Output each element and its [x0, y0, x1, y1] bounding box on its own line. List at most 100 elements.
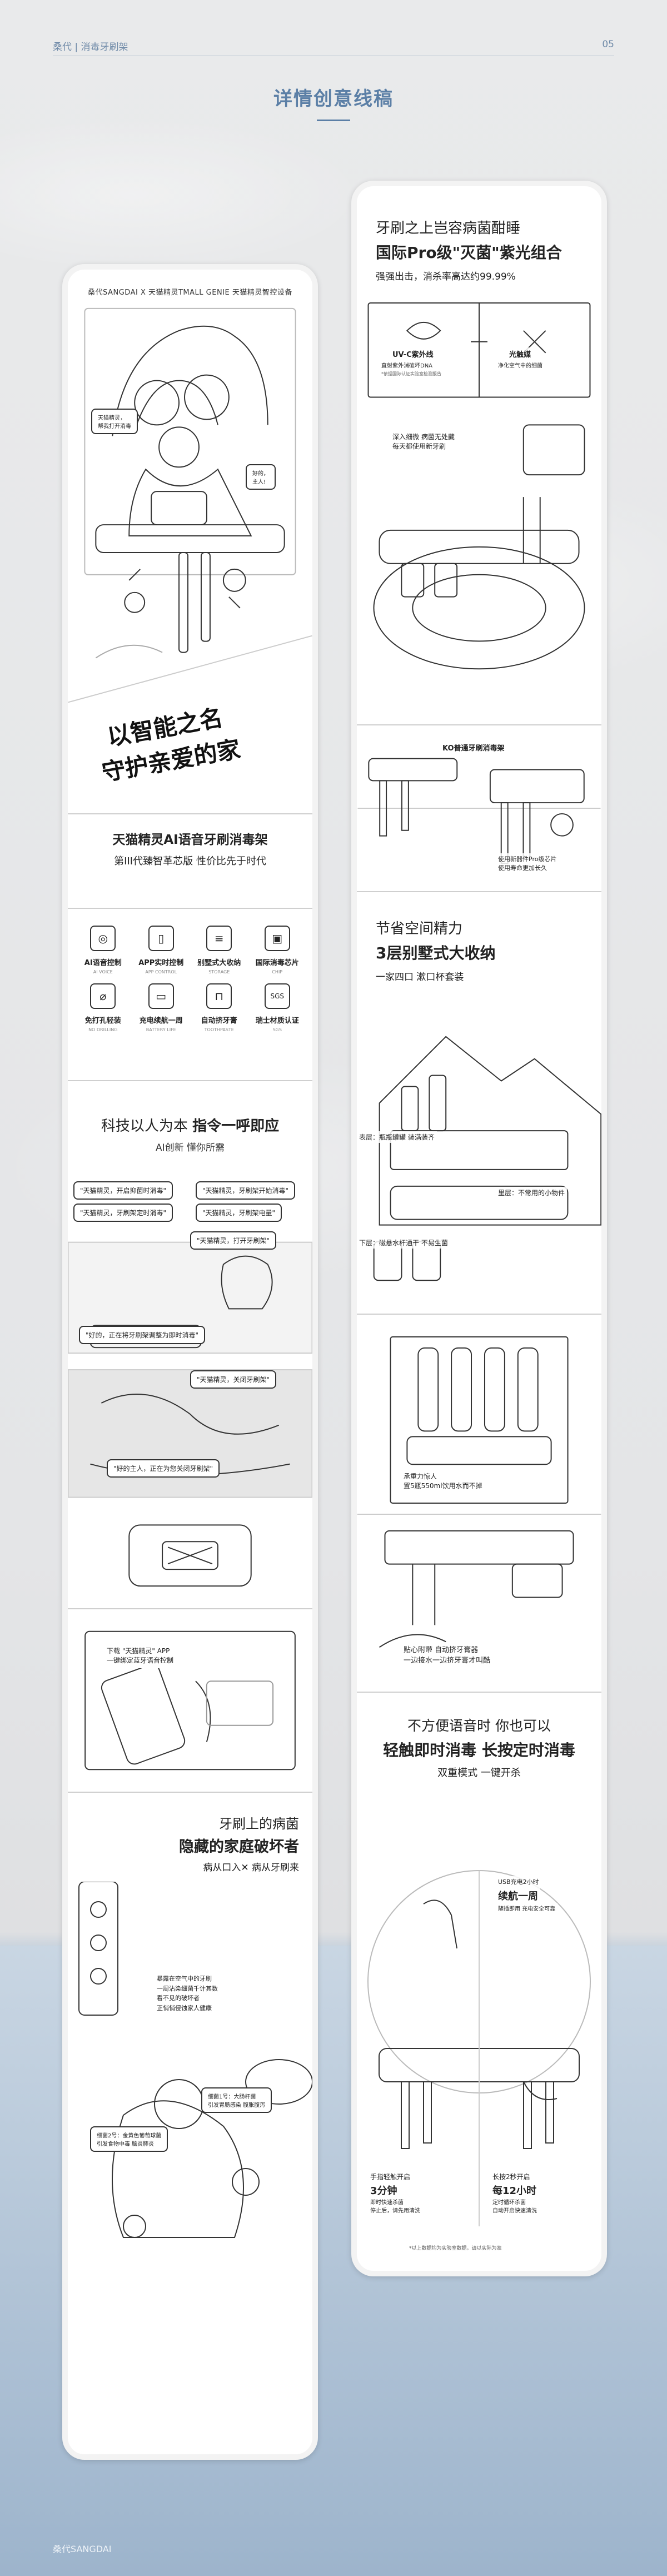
app-download-note: 下载 "天猫精灵" APP 一键绑定蓝牙语音控制: [101, 1643, 180, 1668]
feature-subtitle: TOOTHPASTE: [204, 1027, 234, 1032]
battery-icon: ▭: [148, 983, 174, 1009]
feature-subtitle: APP CONTROL: [145, 969, 177, 974]
drill-icon: ⌀: [90, 983, 116, 1009]
storage-heading-3: 一家四口 漱口杯套装: [376, 972, 464, 983]
sgs-icon: SGS: [264, 983, 290, 1009]
feature-title: APP实时控制: [138, 959, 184, 967]
hero-panel: 桑代SANGDAI X 天猫精灵TMALL GENIE 天猫精灵智控设备 天猫精…: [68, 270, 312, 814]
feature-subtitle: SGS: [272, 1027, 282, 1032]
voice-subtitle: AI创新 懂你所需: [155, 1142, 225, 1153]
features-grid: ◎ AI语音控制 AI VOICE ▯ APP实时控制 APP CONTROL ≡ 别墅式大收…: [68, 909, 312, 1049]
page-title: 详情创意线稿: [273, 88, 394, 110]
sterilize-sketch: [357, 297, 601, 724]
photocatalyst-title: 光触媒: [507, 347, 534, 360]
storage-bottom-label: 下层：磁悬水杆通干 不易生菌: [357, 1237, 450, 1249]
hero-bubble-reply: 好的， 主人!: [246, 464, 276, 490]
germ-tag-2: 细菌2号：金黄色葡萄球菌 引发食物中毒 脑炎肺炎: [90, 2126, 168, 2152]
paste-icon: ⊓: [206, 983, 232, 1009]
photocatalyst-desc: 净化空气中的细菌: [496, 360, 545, 370]
sterilize-heading-2: 国际Pro级"灭菌"紫光组合: [376, 243, 562, 262]
feature-item: SGS 瑞士材质认证 SGS: [250, 983, 305, 1032]
uvc-note: *依据国际认证实验室检测报告: [379, 370, 444, 378]
germ-heading-1: 牙刷上的病菌: [219, 1816, 299, 1832]
germ-sketch: [68, 1881, 312, 2293]
app-icon: ▯: [148, 926, 174, 951]
usb-label: USB充电2小时: [496, 1876, 541, 1887]
compare-panel: KO普通牙刷消毒架 使用新器件Pro级芯片 使用寿命更加长久: [357, 725, 601, 892]
voice-bubble-8: "好的主人，正在为您关闭牙刷架": [107, 1459, 220, 1478]
header-left: 桑代 | 消毒牙刷架: [53, 42, 128, 53]
product-panel: 天猫精灵AI语音牙刷消毒架 第III代臻智革芯版 性价比先于时代: [68, 814, 312, 909]
germ-description: 暴露在空气中的牙刷 一周沾染细菌千计其数 看不见的破坏者 正悄悄侵蚀家人健康: [151, 1971, 223, 2017]
title-underline: [317, 120, 350, 121]
storage-top-label: 表层：瓶瓶罐罐 装满装齐: [357, 1131, 437, 1143]
app-panel: 下载 "天猫精灵" APP 一键绑定蓝牙语音控制: [68, 1609, 312, 1793]
voice-bubble-6: "好的，正在将牙刷架调整为即时消毒": [79, 1326, 206, 1344]
chip-icon: ◎: [90, 926, 116, 951]
footer: 桑代SANGDAI: [53, 2542, 614, 2555]
ko-label: KO普通牙刷消毒架: [440, 741, 507, 754]
feature-title: 瑞士材质认证: [255, 1017, 299, 1025]
germ-tag-1: 细菌1号：大肠杆菌 引发胃肠感染 腹胀腹泻: [201, 2087, 272, 2113]
brand-line: 桑代SANGDAI X 天猫精灵TMALL GENIE 天猫精灵智控设备: [88, 289, 292, 297]
feature-item: ▯ APP实时控制 APP CONTROL: [134, 926, 189, 974]
germ-heading-3: 病从口入✕ 病从牙刷来: [203, 1862, 299, 1873]
touch-panel: 不方便语音时 你也可以 轻触即时消毒 长按定时消毒 双重模式 一键开杀 USB充…: [357, 1693, 601, 2271]
feature-item: ≡ 别墅式大收纳 STORAGE: [192, 926, 247, 974]
mode-hold-title: 长按2秒开启: [490, 2171, 532, 2182]
product-title: 天猫精灵AI语音牙刷消毒架: [112, 833, 268, 847]
germ-heading-2: 隐藏的家庭破坏者: [179, 1838, 299, 1856]
storage-mid-label: 里层：不常用的小物件: [496, 1187, 568, 1199]
voice-heading-b: 指令一呼即应: [192, 1118, 280, 1135]
sterilize-panel: 牙刷之上岂容病菌酣睡 国际Pro级"灭菌"紫光组合 强强出击，消杀率高达约99.…: [357, 186, 601, 725]
voice-bubble-5: "天猫精灵，打开牙刷架": [190, 1231, 277, 1250]
touch-heading-2: 轻触即时消毒 长按定时消毒: [383, 1741, 575, 1759]
product-subtitle: 第III代臻智革芯版 性价比先于时代: [114, 856, 266, 867]
feature-subtitle: CHIP: [272, 969, 283, 974]
touch-sketch: [357, 1793, 601, 2271]
deep-clean-note: 深入细微 病菌无处藏 每天都使用新牙刷: [390, 431, 457, 452]
storage-sketch: [357, 1003, 601, 1314]
feature-title: 别墅式大收纳: [197, 959, 241, 967]
voice-bubble-1: "天猫精灵，开启抑菌时消毒": [73, 1181, 173, 1200]
top-bar: 桑代 | 消毒牙刷架 05: [53, 39, 614, 53]
feature-subtitle: AI VOICE: [93, 969, 113, 974]
touch-heading-3: 双重模式 一键开杀: [437, 1767, 521, 1779]
voice-bubble-7: "天猫精灵，关闭牙刷架": [190, 1370, 277, 1389]
toothpaste-label: 贴心附带 自动挤牙膏器 一边接水一边挤牙膏才叫酷: [401, 1643, 493, 1666]
layers-icon: ≡: [206, 926, 232, 951]
germ-panel: 牙刷上的病菌 隐藏的家庭破坏者 病从口入✕ 病从牙刷来 暴露在空气中的牙刷 一周…: [68, 1793, 312, 2293]
sterilize-heading-3: 强强出击，消杀率高达约99.99%: [376, 271, 516, 282]
battery-life-label: 续航一周: [496, 1887, 540, 1904]
touch-heading-1: 不方便语音时 你也可以: [407, 1718, 551, 1734]
phone-sketch: [68, 1609, 312, 1792]
right-column[interactable]: 牙刷之上岂容病菌酣睡 国际Pro级"灭菌"紫光组合 强强出击，消杀率高达约99.…: [351, 181, 607, 2276]
uvc-title: UV-C紫外线: [390, 347, 436, 360]
voice-bubble-2: "天猫精灵，牙刷架开始消毒": [196, 1181, 296, 1200]
mode-tap-title: 手指轻触开启: [368, 2171, 413, 2182]
sterilize-heading-1: 牙刷之上岂容病菌酣睡: [376, 220, 521, 237]
disclaimer-note: *以上数据均为实验室数据，请以实际为准: [407, 2243, 504, 2252]
voice-panel: 科技以人为本 指令一呼即应 AI创新 懂你所需 "天猫精灵，开启抑菌时消毒" "…: [68, 1081, 312, 1609]
voice-bubble-3: "天猫精灵，牙刷架定时消毒": [73, 1204, 173, 1222]
mode-tap-desc: 即时快速杀菌 停止后，请先用清洗: [368, 2196, 422, 2215]
feature-subtitle: BATTERY LIFE: [146, 1027, 176, 1032]
mode-hold-value: 每12小时: [490, 2182, 539, 2199]
battery-life-desc: 随插即用 充电安全可靠: [496, 1903, 558, 1913]
family-sketch: [68, 270, 312, 813]
left-column[interactable]: 桑代SANGDAI X 天猫精灵TMALL GENIE 天猫精灵智控设备 天猫精…: [62, 264, 318, 2460]
load-label: 承重力惊人 置5瓶550ml饮用水而不掉: [401, 1470, 485, 1491]
voice-heading-a: 科技以人为本: [101, 1118, 193, 1135]
feature-title: 自动挤牙膏: [201, 1017, 237, 1025]
feature-title: 免打孔轻装: [84, 1017, 121, 1025]
storage-heading-2: 3层别墅式大收纳: [376, 944, 496, 962]
mode-tap-value: 3分钟: [368, 2182, 400, 2199]
voice-bubble-4: "天猫精灵，牙刷架电量": [196, 1204, 282, 1222]
storage-heading-1: 节省空间精力: [376, 921, 463, 937]
cpu-icon: ▣: [264, 926, 290, 951]
feature-subtitle: STORAGE: [208, 969, 230, 974]
feature-title: AI语音控制: [84, 959, 122, 967]
